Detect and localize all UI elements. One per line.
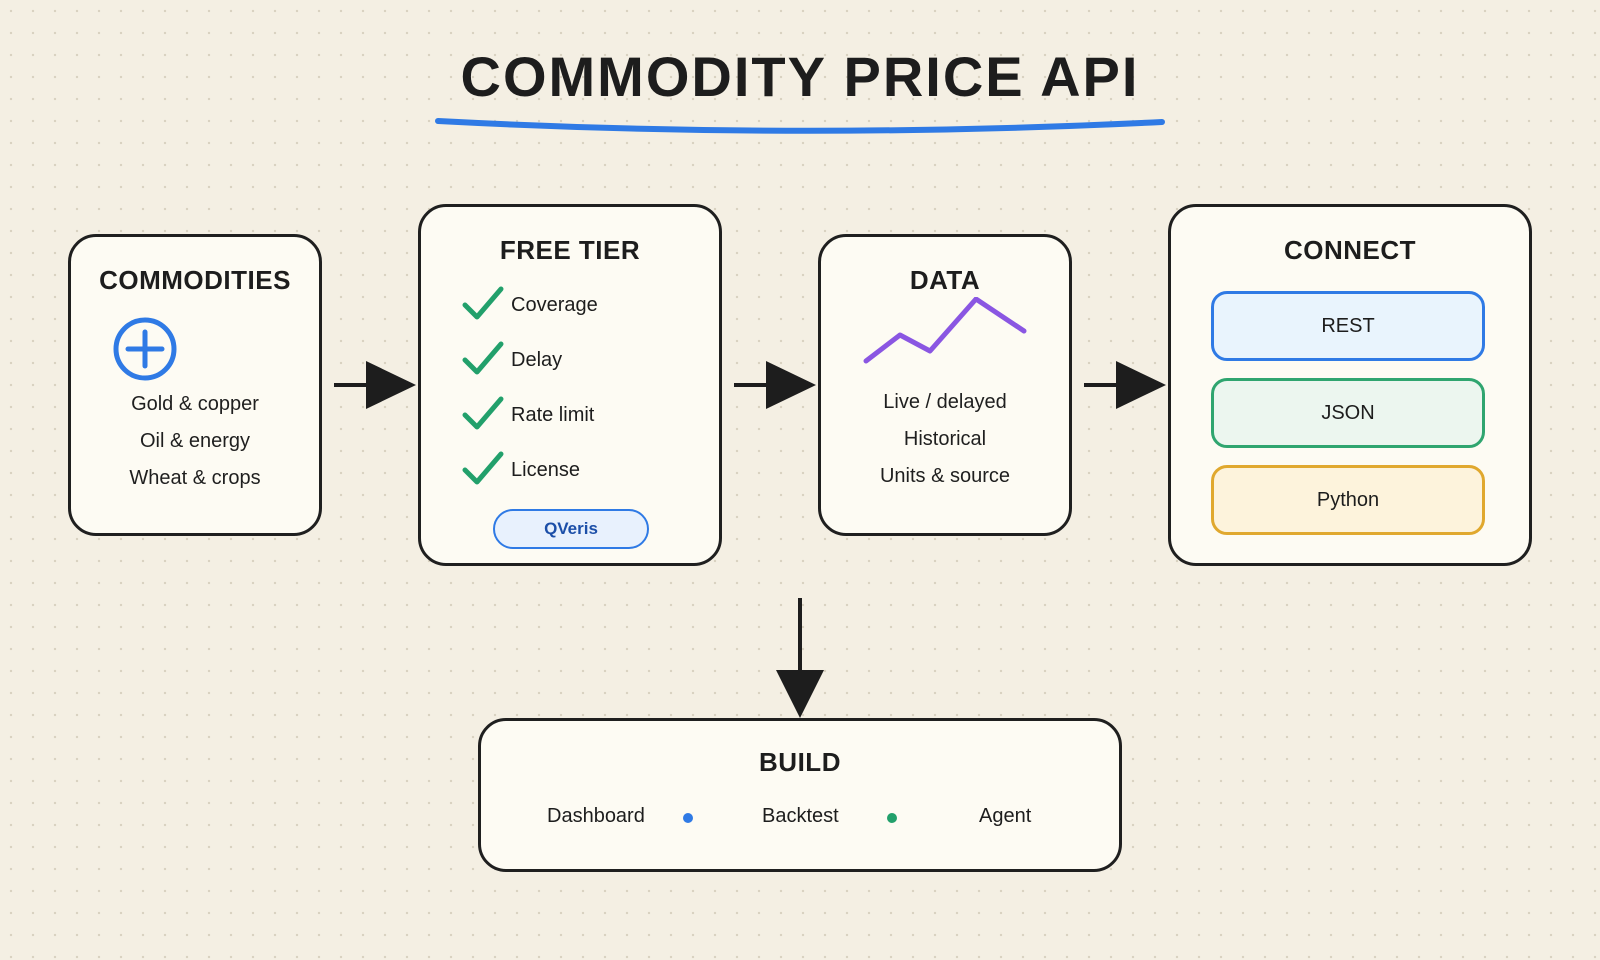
free-tier-card: FREE TIER Coverage Delay Rate limit Lice…	[418, 204, 722, 566]
commodities-card: COMMODITIES Gold & copper Oil & energy W…	[68, 234, 322, 536]
check-icon	[462, 286, 504, 320]
plus-circle-icon	[113, 317, 177, 381]
build-title: BUILD	[759, 747, 841, 777]
commodities-title: COMMODITIES	[99, 265, 291, 295]
build-item-agent: Agent	[979, 805, 1032, 827]
check-label: Rate limit	[511, 404, 595, 426]
check-icon	[462, 451, 504, 485]
arrow-commodities-to-free-tier	[334, 361, 416, 409]
title-underline	[435, 118, 1165, 134]
commodity-item: Wheat & crops	[129, 467, 261, 489]
data-item: Live / delayed	[883, 391, 1007, 413]
check-label: Delay	[511, 349, 563, 371]
connect-card: CONNECT REST JSON Python	[1168, 204, 1532, 566]
data-title: DATA	[909, 265, 981, 295]
arrow-data-to-connect	[1084, 361, 1166, 409]
build-card: BUILD Dashboard Backtest Agent	[478, 718, 1122, 872]
connect-title: CONNECT	[1283, 235, 1417, 265]
arrow-to-build	[776, 598, 824, 718]
data-card: DATA Live / delayed Historical Units & s…	[818, 234, 1072, 536]
python-option[interactable]: Python	[1211, 465, 1485, 535]
commodity-item: Gold & copper	[131, 393, 259, 415]
qveris-badge: QVeris	[493, 509, 649, 549]
line-chart-icon	[863, 297, 1027, 364]
rest-option[interactable]: REST	[1211, 291, 1485, 361]
build-item-backtest: Backtest	[762, 805, 839, 827]
check-icon	[462, 341, 504, 375]
page-title: COMMODITY PRICE API	[460, 45, 1140, 108]
data-item: Units & source	[879, 465, 1011, 487]
check-icon	[462, 396, 504, 430]
check-label: Coverage	[511, 294, 598, 316]
json-option[interactable]: JSON	[1211, 378, 1485, 448]
build-item-dashboard: Dashboard	[547, 805, 645, 827]
separator-dot	[887, 813, 897, 823]
arrow-free-tier-to-data	[734, 361, 816, 409]
free-tier-title: FREE TIER	[499, 235, 641, 265]
commodity-item: Oil & energy	[139, 430, 251, 452]
check-label: License	[511, 459, 580, 481]
data-item: Historical	[903, 428, 987, 450]
separator-dot	[683, 813, 693, 823]
